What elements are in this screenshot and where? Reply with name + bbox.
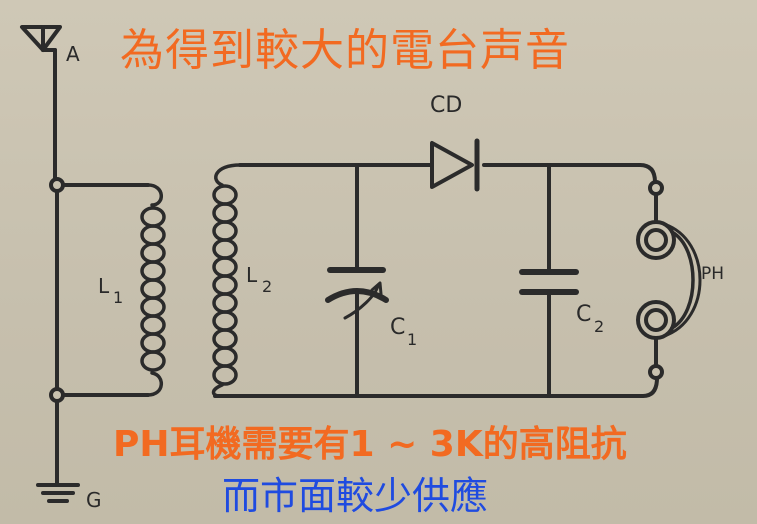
c2-subscript: 2 [594, 317, 605, 336]
c1-label: C [390, 315, 406, 340]
l1-subscript: 1 [113, 288, 124, 307]
availability-note: 而市面較少供應 [222, 474, 489, 518]
headphones-ph [636, 180, 702, 380]
l2-subscript: 2 [262, 277, 273, 296]
antenna-label: A [66, 42, 80, 66]
capacitor-c1 [325, 163, 389, 398]
l2-label: L [246, 263, 258, 287]
diode-label: CD [430, 93, 463, 118]
diagram-title: 為得到較大的電台声音 [120, 25, 570, 76]
coil-l2 [211, 163, 242, 398]
l1-label: L [98, 274, 110, 298]
antenna-symbol [20, 25, 62, 185]
ground-symbol [36, 483, 80, 503]
impedance-note: PH耳機需要有1 ~ 3K的高阻抗 [113, 424, 627, 465]
diode-cd [430, 138, 480, 192]
c2-label: C [576, 302, 592, 327]
ground-label: G [86, 488, 102, 512]
phones-label: PH [701, 264, 725, 284]
c1-subscript: 1 [407, 330, 418, 349]
capacitor-c2 [519, 163, 579, 398]
coil-l1 [140, 183, 166, 397]
